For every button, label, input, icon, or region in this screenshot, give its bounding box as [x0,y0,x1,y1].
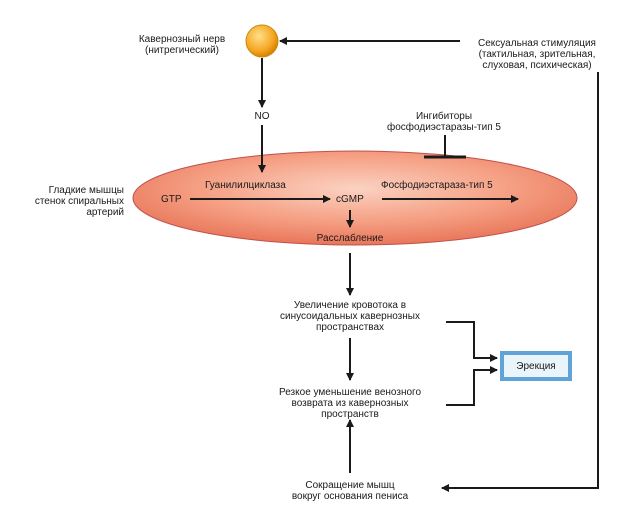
sexual-stimulation-label: Сексуальная стимуляция (тактильная, зрит… [478,38,596,71]
blood-flow-label: Увеличение кровотока в синусоидальных ка… [280,300,420,333]
smooth-muscle-label: Гладкие мышцы стенок спиральных артерий [34,185,124,218]
muscle-contraction-label: Сокращение мышц вокруг основания пениса [291,480,409,502]
erection-label: Эрекция [504,355,568,377]
pde5-label: Фосфодиэстараза-тип 5 [381,180,493,191]
venous-return-label: Резкое уменьшение венозного возврата из … [278,387,422,420]
no-label: NO [254,111,270,122]
erection-box: Эрекция [500,351,572,381]
cavernous-nerve-label: Кавернозный нерв (нитрегический) [138,34,226,56]
pde5-inhibitors-label: Ингибиторы фосфодиэстаразы-тип 5 [387,111,501,133]
arrow-bloodflow-to-erection [446,321,498,362]
arrow-stimulation-to-contraction [441,72,599,492]
arrow-venous-to-erection [446,366,498,406]
cavernous-nerve-icon [245,24,279,58]
cgmp-label: cGMP [336,194,364,205]
guanylyl-cyclase-label: Гуанилилциклаза [205,180,286,191]
gtp-label: GTP [161,194,182,205]
smooth-muscle-ellipse [132,150,578,246]
relaxation-label: Расслабление [316,233,384,244]
